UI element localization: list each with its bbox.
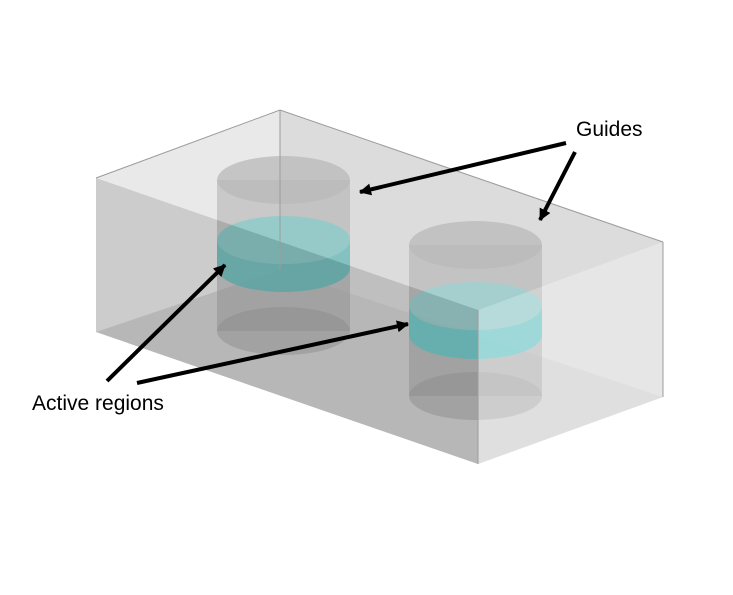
active-regions-label: Active regions — [32, 392, 164, 415]
guides-label: Guides — [576, 118, 643, 141]
slab-top-face — [96, 110, 663, 310]
slab-front — [95, 109, 664, 464]
active-regions-arrow-right — [136, 320, 409, 385]
guides-arrow-right — [538, 151, 577, 221]
active-region-left — [217, 240, 350, 292]
active-region-left-top — [217, 216, 350, 264]
slab-front-face — [96, 178, 478, 464]
active-regions-arrow-left — [105, 263, 227, 383]
guides-arrow-left — [359, 141, 567, 196]
annotation-arrows — [105, 141, 577, 385]
slab-right-face — [478, 242, 663, 464]
guide-cylinder-left — [217, 156, 350, 355]
guide-left-top — [217, 156, 350, 204]
guide-right-top — [409, 221, 542, 269]
